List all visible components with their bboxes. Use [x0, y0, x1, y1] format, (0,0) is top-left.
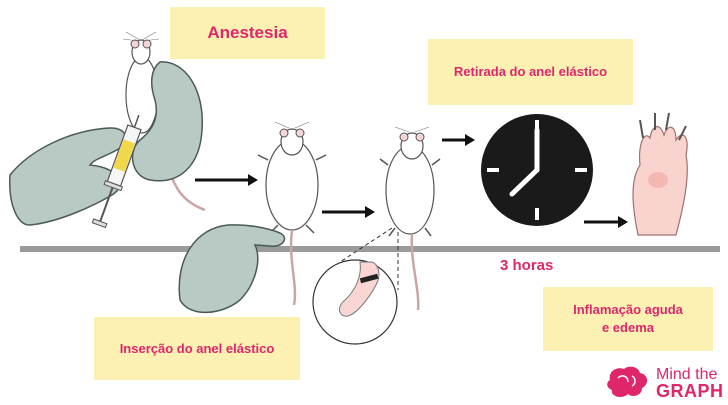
arrow-icon: [442, 134, 475, 146]
arrow-icon: [584, 216, 628, 228]
duration-label: 3 horas: [500, 257, 553, 274]
ring-removal-label-text: Retirada do anel elástico: [454, 63, 607, 81]
ring-removal-label: Retirada do anel elástico: [428, 39, 633, 105]
zoom-circle: [313, 260, 397, 344]
inflammation-label-line2: e edema: [573, 319, 683, 337]
clock-icon: [481, 114, 593, 226]
ring-mouse-scene: [313, 127, 440, 344]
arrow-icon: [195, 174, 258, 186]
ring-insertion-label-text: Inserção do anel elástico: [120, 340, 275, 358]
inflammation-label: Inflamação aguda e edema: [543, 287, 713, 351]
anesthesia-label-text: Anestesia: [207, 22, 287, 45]
ring-insertion-scene: [179, 122, 326, 312]
anesthesia-label: Anestesia: [170, 7, 325, 59]
brand-logo: Mind the GRAPH: [602, 366, 722, 400]
mouse-icon: [258, 122, 326, 305]
brand-line2: GRAPH: [656, 381, 724, 402]
timeline-bar: [20, 246, 720, 252]
paw-icon: [633, 113, 687, 235]
glove-icon: [179, 225, 284, 313]
ring-insertion-label: Inserção do anel elástico: [94, 317, 300, 380]
anesthesia-scene: [10, 32, 205, 228]
inflammation-label-line1: Inflamação aguda: [573, 301, 683, 319]
arrow-icon: [322, 206, 375, 218]
